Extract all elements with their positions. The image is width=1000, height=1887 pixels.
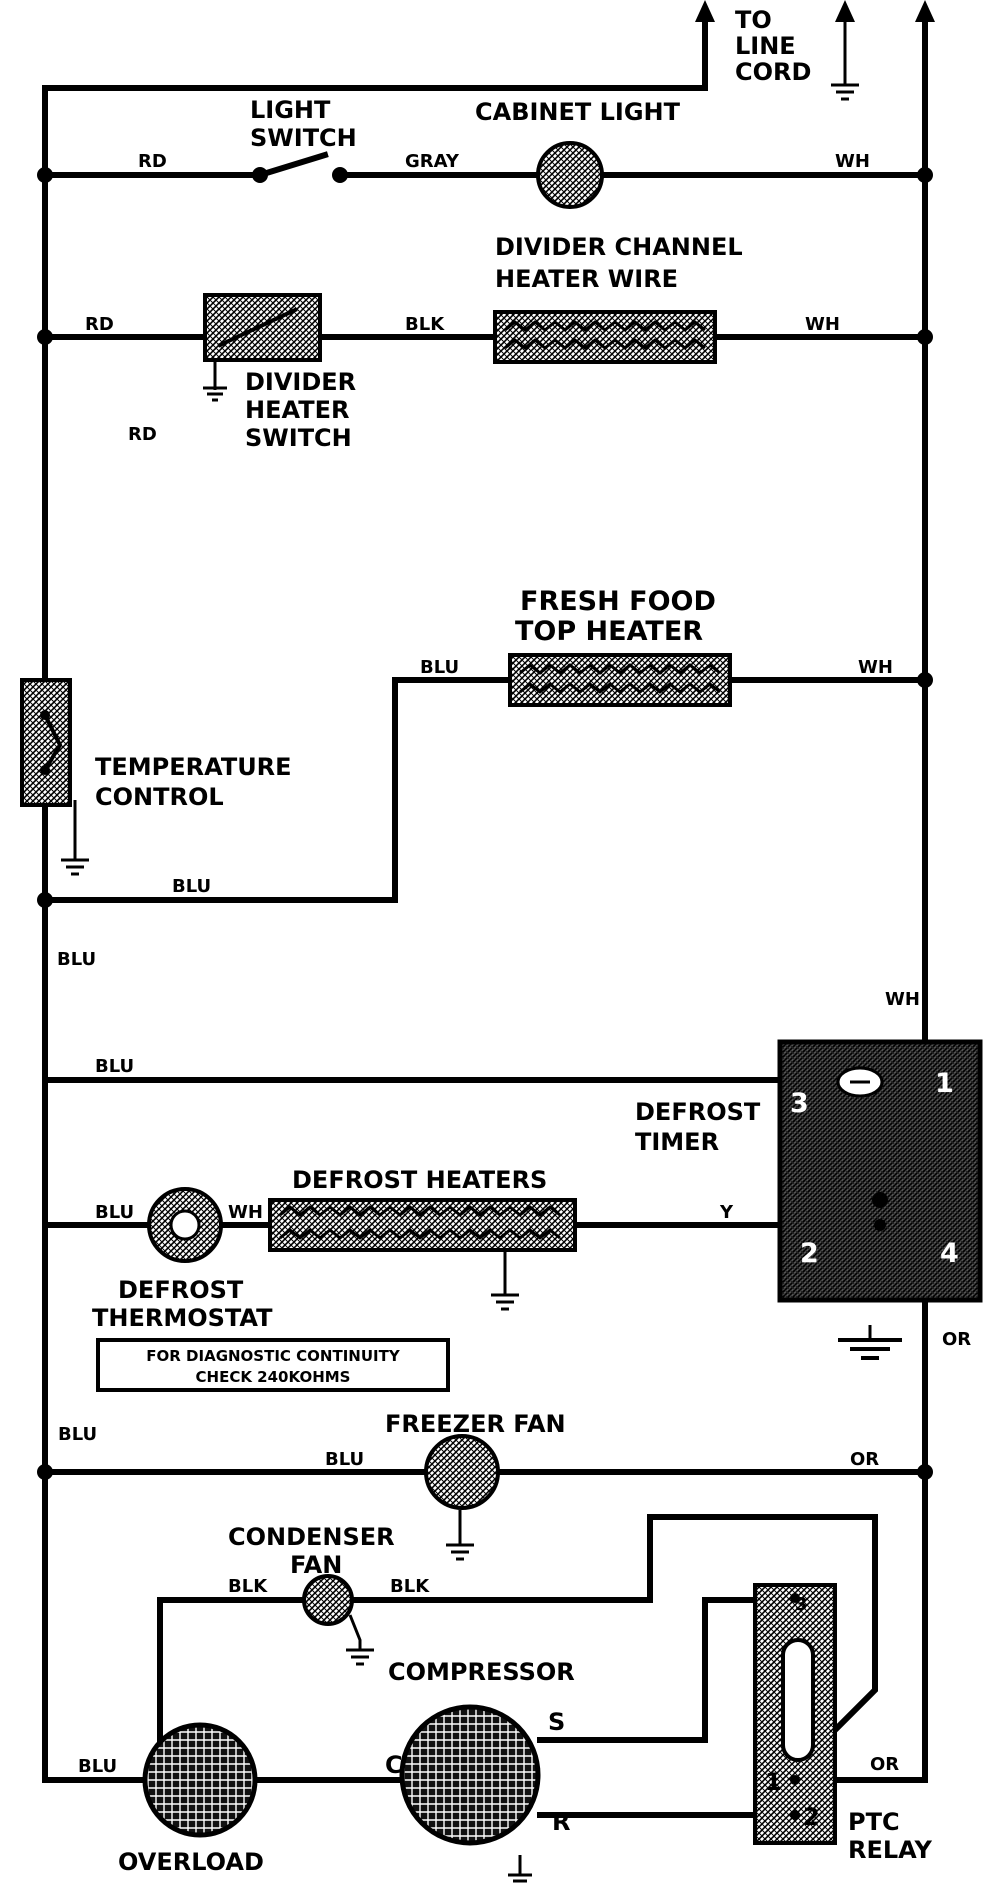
light-switch xyxy=(252,151,348,183)
label-fresh-food: FRESH FOOD xyxy=(520,586,716,617)
label-compressor: COMPRESSOR xyxy=(388,1658,575,1686)
wire-label-rd: RD xyxy=(138,151,167,172)
label-divider-heater-switch-1: DIVIDER xyxy=(245,368,356,396)
label-defrost-heaters: DEFROST HEATERS xyxy=(292,1166,547,1194)
timer-terminal-1: 1 xyxy=(935,1068,954,1099)
wire-label-wh: WH xyxy=(858,657,893,678)
wire-label-blu: BLU xyxy=(78,1756,117,1777)
relay-terminal-3: 3 xyxy=(795,1594,808,1615)
fresh-food-top-heater xyxy=(508,653,732,707)
divider-channel-heater-wire xyxy=(493,310,717,364)
label-temperature-control-2: CONTROL xyxy=(95,783,224,811)
overload xyxy=(142,1722,258,1838)
wire-label-blk: BLK xyxy=(228,1576,268,1597)
timer-terminal-4: 4 xyxy=(940,1238,959,1269)
ptc-relay xyxy=(753,1583,837,1845)
wire-label-wh: WH xyxy=(228,1202,263,1223)
temperature-control xyxy=(20,678,72,807)
label-condenser-fan-1: CONDENSER xyxy=(228,1523,395,1551)
component-labels: TO LINE CORD LIGHT SWITCH CABINET LIGHT … xyxy=(92,6,932,1876)
label-overload: OVERLOAD xyxy=(118,1848,264,1876)
relay-terminal-2: 2 xyxy=(803,1803,820,1831)
wire-label-wh: WH xyxy=(885,989,920,1010)
arrow-up-icon xyxy=(915,0,935,22)
wire-label-blu: BLU xyxy=(172,876,211,897)
ground-icon xyxy=(203,386,227,402)
label-divider-heater-switch-3: SWITCH xyxy=(245,424,352,452)
cabinet-light xyxy=(536,141,604,209)
defrost-thermostat xyxy=(147,1187,223,1263)
ground-icon xyxy=(446,1543,474,1561)
wire-label-rd: RD xyxy=(85,314,114,335)
wire-label-gray: GRAY xyxy=(405,151,460,172)
wire-label-blu: BLU xyxy=(95,1202,134,1223)
ground-symbols xyxy=(61,83,902,1883)
label-defrost-thermostat-1: DEFROST xyxy=(118,1276,244,1304)
wire-label-blu: BLU xyxy=(420,657,459,678)
wire-label-or: OR xyxy=(850,1449,879,1470)
wire-color-labels: RD GRAY WH RD BLK WH RD BLU WH BLU BLU W… xyxy=(57,151,971,1777)
wire-label-blu: BLU xyxy=(57,949,96,970)
wire-label-blk: BLK xyxy=(390,1576,430,1597)
label-to-line-cord-1: TO xyxy=(735,6,772,34)
label-light-switch-2: SWITCH xyxy=(250,124,357,152)
terminal-labels: 1 2 3 4 S C R 3 1 2 xyxy=(385,1068,959,1836)
wire-label-blu: BLU xyxy=(58,1424,97,1445)
label-ptc-relay-1: PTC xyxy=(848,1808,900,1836)
wire-label-or: OR xyxy=(942,1329,971,1350)
ground-icon xyxy=(838,1338,902,1360)
compressor-terminal-r: R xyxy=(552,1808,570,1836)
label-defrost-thermostat-2: THERMOSTAT xyxy=(92,1304,273,1332)
arrow-up-icon xyxy=(835,0,855,22)
label-divider-channel: DIVIDER CHANNEL xyxy=(495,233,743,261)
label-diagnostic-note-2: CHECK 240KOHMS xyxy=(196,1368,351,1386)
label-defrost-timer-2: TIMER xyxy=(635,1128,719,1156)
label-cabinet-light: CABINET LIGHT xyxy=(475,98,681,126)
line-cord-arrows xyxy=(695,0,935,22)
ground-icon xyxy=(831,83,859,101)
label-top-heater: TOP HEATER xyxy=(515,616,703,647)
compressor xyxy=(399,1704,541,1846)
arrow-up-icon xyxy=(695,0,715,22)
wire-label-wh: WH xyxy=(835,151,870,172)
divider-heater-switch xyxy=(203,293,322,362)
label-light-switch-1: LIGHT xyxy=(250,96,331,124)
compressor-terminal-c: C xyxy=(385,1751,403,1779)
label-freezer-fan: FREEZER FAN xyxy=(385,1410,566,1438)
wire-label-wh: WH xyxy=(805,314,840,335)
label-condenser-fan-2: FAN xyxy=(290,1551,342,1579)
relay-terminal-1: 1 xyxy=(765,1768,782,1796)
ground-icon xyxy=(491,1293,519,1311)
diagnostic-note xyxy=(96,1338,450,1392)
wire-label-blu: BLU xyxy=(325,1449,364,1470)
wire-label-or: OR xyxy=(870,1754,899,1775)
ground-icon xyxy=(508,1873,532,1883)
wires xyxy=(42,12,928,1875)
wire-label-rd: RD xyxy=(128,424,157,445)
wire-label-y: Y xyxy=(719,1202,734,1223)
condenser-fan xyxy=(302,1574,354,1626)
label-defrost-timer-1: DEFROST xyxy=(635,1098,761,1126)
wire-label-blk: BLK xyxy=(405,314,445,335)
label-divider-heater-switch-2: HEATER xyxy=(245,396,349,424)
label-to-line-cord-2: LINE xyxy=(735,32,796,60)
timer-terminal-2: 2 xyxy=(800,1238,819,1269)
label-to-line-cord-3: CORD xyxy=(735,58,811,86)
ground-icon xyxy=(61,858,89,876)
compressor-terminal-s: S xyxy=(548,1708,565,1736)
timer-terminal-3: 3 xyxy=(790,1088,809,1119)
wire-label-blu: BLU xyxy=(95,1056,134,1077)
freezer-fan xyxy=(424,1434,500,1510)
label-heater-wire: HEATER WIRE xyxy=(495,265,678,293)
label-temperature-control-1: TEMPERATURE xyxy=(95,753,292,781)
defrost-heaters xyxy=(268,1198,577,1252)
label-diagnostic-note-1: FOR DIAGNOSTIC CONTINUITY xyxy=(146,1347,401,1365)
label-ptc-relay-2: RELAY xyxy=(848,1836,932,1864)
defrost-timer xyxy=(777,1039,983,1303)
ground-icon xyxy=(346,1648,374,1666)
